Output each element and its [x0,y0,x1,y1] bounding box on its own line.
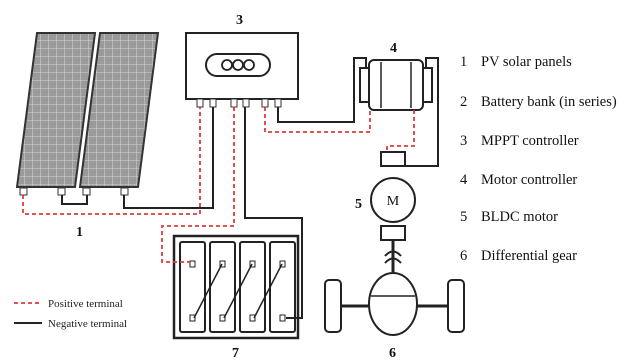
positive-wire-mppt-to-controller [264,107,371,133]
negative-wire-mppt-to-controller [277,57,367,123]
mppt-indicator [232,59,244,71]
differential-gear [368,272,418,336]
series-link [253,263,283,319]
negative-wire-mppt-to-battery [244,107,303,319]
terminal-key: Positive terminal Negative terminal [14,298,127,330]
series-link [223,263,253,319]
battery-terminal [279,314,286,322]
legend-number: 3 [460,133,467,149]
battery-terminal [249,260,256,268]
positive-wire-controller-to-motor [386,110,415,152]
negative-wire-panel-to-mppt [123,107,214,209]
panel-terminal [120,187,129,196]
legend-number: 2 [460,94,467,110]
label-number-6: 6 [389,346,396,360]
legend-number: 6 [460,248,467,264]
motor-mount-top [380,151,406,167]
legend-label: MPPT controller [481,133,579,149]
battery-terminal [189,314,196,322]
wheel-right [447,279,465,333]
drivetrain [324,240,465,336]
shaft-coupling [384,250,402,257]
battery-terminal [219,260,226,268]
mppt-terminal [261,98,269,108]
legend-label: PV solar panels [481,54,572,70]
motor-controller [359,59,433,111]
label-number-1: 1 [76,225,83,240]
legend-number: 4 [460,172,468,188]
legend-number: 1 [460,54,467,70]
pv-solar-panels [15,32,160,196]
negative-wire-controller-to-motor [405,57,439,167]
motor-controller-body [368,59,424,111]
panel-terminal [82,187,91,196]
battery-terminal [249,314,256,322]
mppt-terminal [196,98,204,108]
solar-panel-right [78,32,160,188]
battery-terminal [189,260,196,268]
label-number-3: 3 [236,13,243,28]
negative-key-label: Negative terminal [48,318,127,330]
bldc-motor: M [370,151,416,241]
mppt-indicator [221,59,233,71]
negative-wire-panel-link [61,195,88,205]
positive-wire-panel-to-mppt [22,107,201,215]
legend-label: Battery bank (in series) [481,94,617,110]
negative-wires [61,57,439,319]
label-number-5: 5 [355,197,362,212]
motor-symbol: M [387,194,400,209]
battery-terminal [279,260,286,268]
mppt-controller [185,32,299,108]
panel-terminal [19,187,28,196]
legend-number: 5 [460,209,467,225]
shaft-coupling [384,257,402,264]
mppt-terminal [274,98,282,108]
legend-label: Differential gear [481,248,577,264]
mppt-terminal [230,98,238,108]
mppt-terminal [209,98,217,108]
component-legend: 1 PV solar panels 2 Battery bank (in ser… [460,54,617,264]
label-number-4: 4 [390,41,397,56]
motor-mount-bottom [380,225,406,241]
panel-terminal [57,187,66,196]
positive-wire-mppt-to-battery [161,107,235,263]
solar-panel-left [15,32,97,188]
legend-label: Motor controller [481,172,577,188]
wheel-left [324,279,342,333]
battery-terminal [219,314,226,322]
positive-wires [22,107,415,263]
positive-key-label: Positive terminal [48,298,123,310]
mppt-indicator [243,59,255,71]
label-number-7: 7 [232,346,239,360]
battery-bank [172,234,300,340]
mppt-terminal [242,98,250,108]
legend-label: BLDC motor [481,209,558,225]
motor-body [370,177,416,223]
series-link [193,263,223,319]
